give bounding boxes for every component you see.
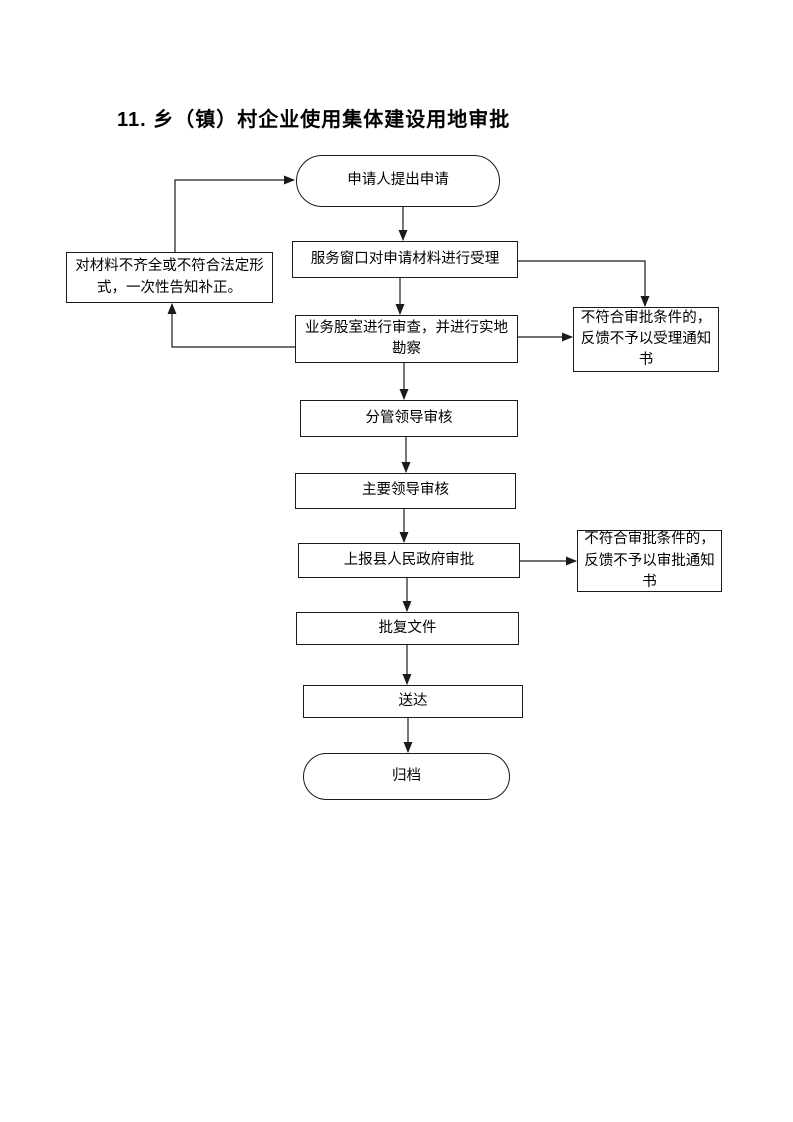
node-business-section-review: 业务股室进行审查，并进行实地勘察 bbox=[295, 315, 518, 363]
node-reject-acceptance-notice: 不符合审批条件的，反馈不予以受理通知书 bbox=[573, 307, 719, 372]
node-county-government-approval: 上报县人民政府审批 bbox=[298, 543, 520, 578]
node-service-window-acceptance: 服务窗口对申请材料进行受理 bbox=[292, 241, 518, 278]
page-title: 11. 乡（镇）村企业使用集体建设用地审批 bbox=[117, 109, 511, 131]
node-delivery: 送达 bbox=[303, 685, 523, 718]
node-leader-in-charge-review: 分管领导审核 bbox=[300, 400, 518, 437]
node-reject-approval-notice: 不符合审批条件的，反馈不予以审批通知书 bbox=[577, 530, 722, 592]
node-supplement-correction-note: 对材料不齐全或不符合法定形式，一次性告知补正。 bbox=[66, 252, 273, 303]
connector-accept-to-reject-acceptance bbox=[518, 260, 650, 307]
node-archive-terminator: 归档 bbox=[303, 753, 510, 800]
connector-supplement-to-start bbox=[174, 175, 295, 252]
node-applicant-submit-terminator: 申请人提出申请 bbox=[296, 155, 500, 207]
connector-review-to-supplement bbox=[167, 303, 295, 348]
node-approval-document: 批复文件 bbox=[296, 612, 519, 645]
node-main-leader-review: 主要领导审核 bbox=[295, 473, 516, 509]
